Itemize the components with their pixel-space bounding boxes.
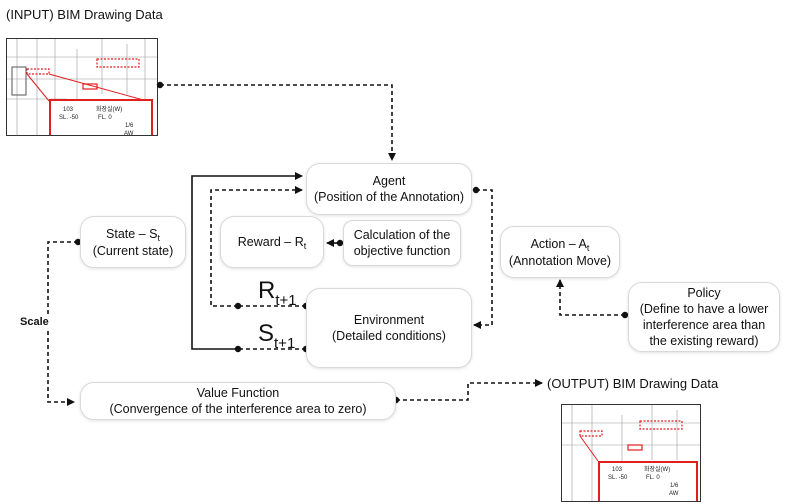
room-fl: FL. 0 xyxy=(98,115,112,121)
r-next-to-agent-arrow xyxy=(210,186,303,307)
output-drawing-lines xyxy=(562,405,700,501)
policy-box: Policy (Define to have a lower interfere… xyxy=(628,282,780,352)
code-mark: AW xyxy=(124,131,134,136)
room-name: 화장실(W) xyxy=(644,467,671,473)
scale-mark: 1/6 xyxy=(125,123,134,129)
value-function-title: Value Function xyxy=(196,386,280,400)
environment-title: Environment xyxy=(353,313,425,327)
agent-title: Agent xyxy=(372,174,406,188)
value-to-output-arrow xyxy=(396,379,543,401)
policy-line3: interference area than xyxy=(642,318,766,332)
connector-dot xyxy=(234,345,242,353)
environment-subtitle: (Detailed conditions) xyxy=(332,329,446,343)
input-to-agent-arrow xyxy=(160,84,396,161)
state-subtitle: (Current state) xyxy=(92,243,174,258)
action-title: Action – At xyxy=(530,236,590,253)
action-subtitle: (Annotation Move) xyxy=(508,253,612,268)
room-sl: SL. -50 xyxy=(608,475,628,481)
reward-title: Reward – Rt xyxy=(237,234,307,251)
value-function-subtitle: (Convergence of the interference area to… xyxy=(109,402,367,416)
scale-bracket-arrow xyxy=(47,241,78,406)
agent-to-environment-arrow xyxy=(473,189,493,329)
connector-dot xyxy=(156,81,164,89)
code-mark: AW xyxy=(669,491,679,497)
room-number: 103 xyxy=(612,467,623,473)
calculation-line1: Calculation of the xyxy=(353,228,451,242)
output-annotation-card: 103 SL. -50 화장실(W) FL. 0 1/6 AW xyxy=(598,461,698,501)
connector-dot xyxy=(234,302,242,310)
room-number: 103 xyxy=(63,107,74,113)
policy-to-action-arrow xyxy=(556,279,625,316)
s-next-to-agent-arrow xyxy=(191,172,303,350)
calculation-box: Calculation of the objective function xyxy=(343,220,461,266)
scale-label: Scale xyxy=(18,316,51,328)
environment-box: Environment (Detailed conditions) xyxy=(306,288,472,368)
input-drawing-thumbnail: 103 SL. -50 화장실(W) FL. 0 1/6 AW xyxy=(6,38,158,136)
input-title: (INPUT) BIM Drawing Data xyxy=(6,7,163,22)
value-function-box: Value Function (Convergence of the inter… xyxy=(80,382,396,420)
connector-dot xyxy=(336,239,344,247)
connector-dot xyxy=(621,311,629,319)
connector-dot xyxy=(472,186,480,194)
scale-mark: 1/6 xyxy=(670,483,679,489)
reward-box: Reward – Rt xyxy=(220,216,324,268)
calculation-line2: objective function xyxy=(353,244,451,258)
policy-title: Policy xyxy=(687,286,721,300)
connector-dot xyxy=(74,238,82,246)
s-next-label: St+1 xyxy=(258,320,296,353)
output-title: (OUTPUT) BIM Drawing Data xyxy=(547,376,719,391)
state-title: State – St xyxy=(106,226,160,243)
room-fl: FL. 0 xyxy=(646,475,660,481)
room-sl: SL. -50 xyxy=(59,115,79,121)
r-next-label: Rt+1 xyxy=(258,277,297,310)
output-drawing-thumbnail: 103 SL. -50 화장실(W) FL. 0 1/6 AW xyxy=(561,404,701,502)
policy-line4: the existing reward) xyxy=(649,334,759,348)
agent-subtitle: (Position of the Annotation) xyxy=(313,190,465,204)
agent-box: Agent (Position of the Annotation) xyxy=(306,163,472,215)
action-box: Action – At (Annotation Move) xyxy=(500,226,620,278)
state-box: State – St (Current state) xyxy=(80,216,186,268)
room-name: 화장실(W) xyxy=(96,107,123,113)
policy-line2: (Define to have a lower xyxy=(639,302,769,316)
input-annotation-card: 103 SL. -50 화장실(W) FL. 0 1/6 AW xyxy=(49,99,153,136)
